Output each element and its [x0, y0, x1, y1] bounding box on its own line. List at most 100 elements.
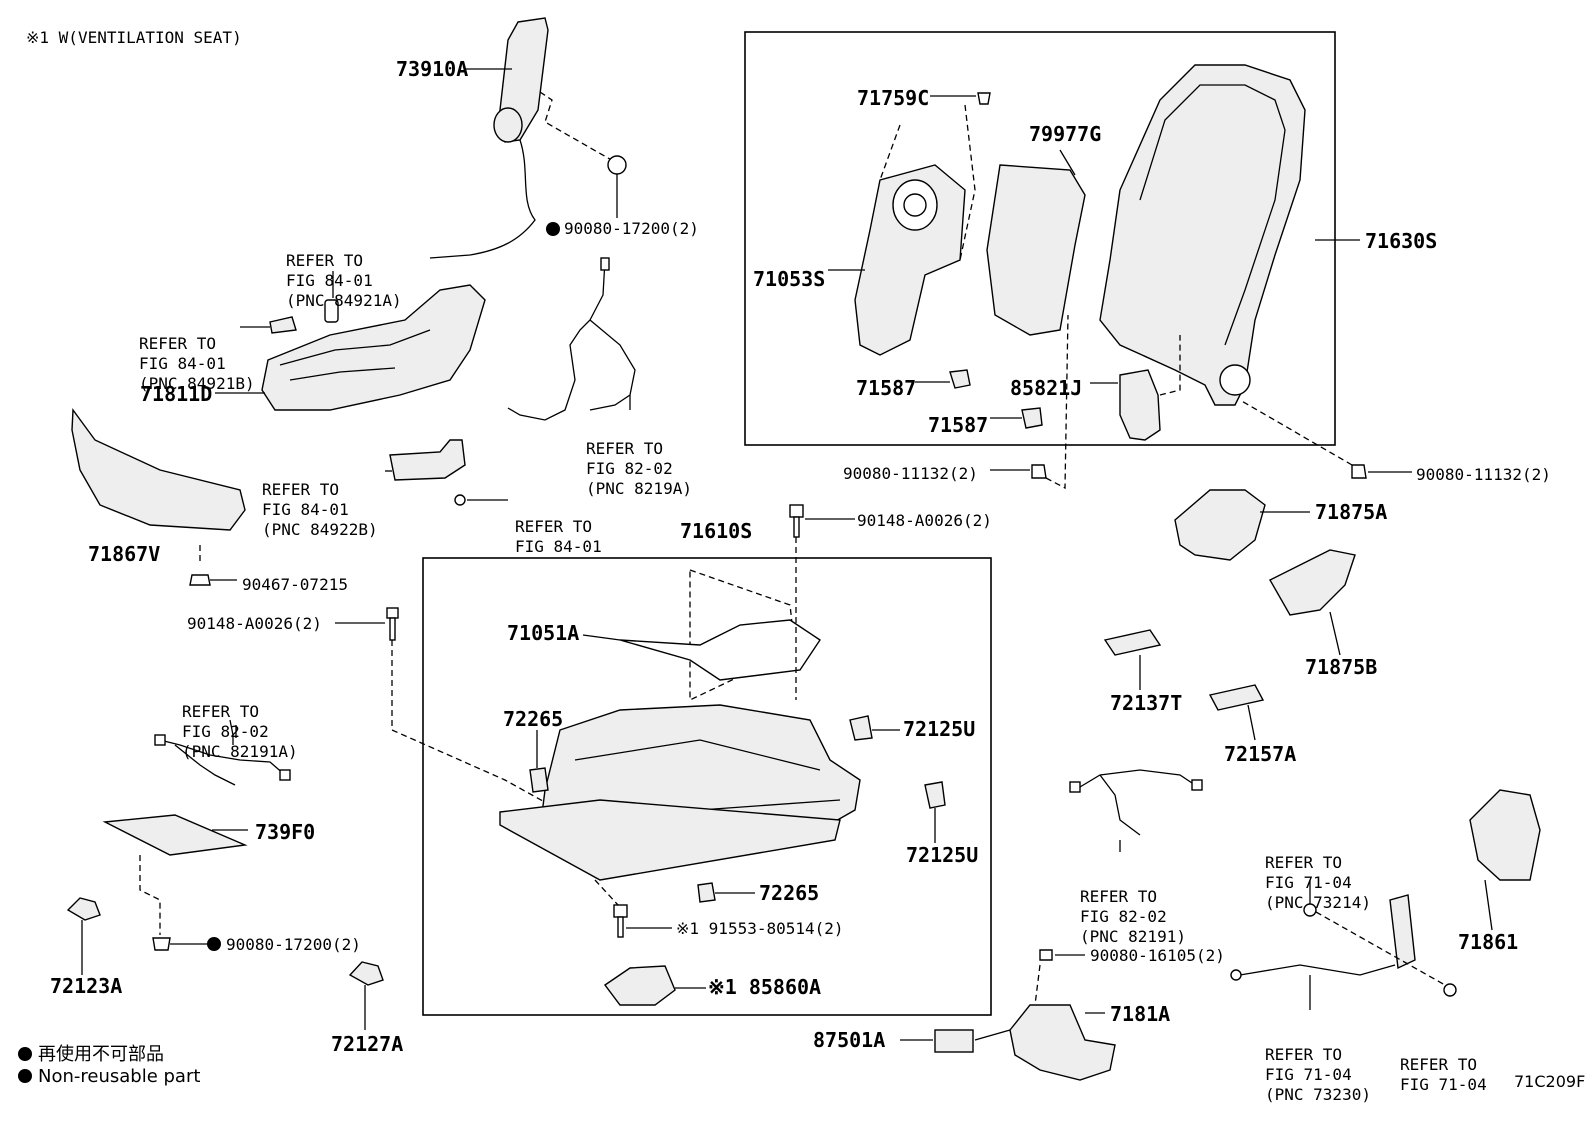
part-72157A-shape: [1208, 684, 1265, 711]
ref-line: FIG 84-01: [286, 271, 373, 290]
part-label-73910A[interactable]: 73910A: [396, 57, 469, 81]
legend-text-jp: 再使用不可部品: [38, 1044, 164, 1065]
ref-line: FIG 71-04: [1400, 1075, 1487, 1094]
part-79977G-shape: [986, 149, 1086, 336]
part-label-90467-07215[interactable]: 90467-07215: [242, 575, 348, 594]
ref-line: FIG 84-01: [139, 354, 226, 373]
part-71875B-shape: [1269, 549, 1356, 616]
ref-line: (PNC 84921B): [139, 374, 255, 393]
part-label-72125U-b[interactable]: 72125U: [906, 843, 979, 867]
part-90148-left-shape: [335, 607, 551, 806]
part-71759C-shape: [930, 92, 991, 105]
part-71630S-shape: [1099, 64, 1360, 406]
part-label-72123A[interactable]: 72123A: [50, 974, 123, 998]
part-label-71759C[interactable]: 71759C: [857, 86, 930, 110]
part-label-72265-b[interactable]: 72265: [759, 881, 820, 905]
non-reusable-dot-icon: [18, 1047, 32, 1061]
part-label-71867V[interactable]: 71867V: [88, 542, 161, 566]
non-reusable-dot-icon: [18, 1069, 32, 1083]
part-87501A-shape: [900, 1029, 1011, 1053]
ref-line: FIG 84-01: [262, 500, 349, 519]
part-71811D-shape: [261, 284, 486, 411]
ref-line: REFER TO: [1265, 853, 1343, 872]
part-label-71811D[interactable]: 71811D: [140, 382, 213, 406]
part-90080-11132-right-shape: [1239, 399, 1412, 479]
part-label-71875A[interactable]: 71875A: [1315, 500, 1388, 524]
part-71587-a-shape: [949, 369, 971, 389]
part-label-90148-A0026-left[interactable]: 90148-A0026(2): [187, 614, 322, 633]
ref-line: (PNC 73214): [1265, 893, 1371, 912]
ref-line: FIG 71-04: [1265, 1065, 1352, 1084]
part-label-71053S[interactable]: 71053S: [753, 267, 826, 291]
ref-line: FIG 84-01: [515, 537, 602, 556]
part-label-739F0[interactable]: 739F0: [255, 820, 316, 844]
part-label-71861[interactable]: 71861: [1458, 930, 1519, 954]
ventilation-seat-note: ※1 W(VENTILATION SEAT): [26, 28, 242, 47]
ref-line: REFER TO: [586, 439, 664, 458]
part-72125U-b-shape: [924, 781, 946, 809]
ref-line: (PNC 82191): [1080, 927, 1186, 946]
part-73230-shape: [1230, 880, 1457, 1010]
non-reusable-dot: [546, 222, 560, 236]
part-label-71875B[interactable]: 71875B: [1305, 655, 1378, 679]
ref-line: (PNC 84922B): [262, 520, 378, 539]
part-label-72265-a[interactable]: 72265: [503, 707, 564, 731]
ref-line: (PNC 82191A): [182, 742, 298, 761]
part-90148-mid-shape: [789, 504, 855, 700]
part-label-72127A[interactable]: 72127A: [331, 1032, 404, 1056]
part-label-72157A[interactable]: 72157A: [1224, 742, 1297, 766]
part-label-87501A[interactable]: 87501A: [813, 1028, 886, 1052]
part-label-90080-11132-right[interactable]: 90080-11132(2): [1416, 465, 1551, 484]
part-label-71630S[interactable]: 71630S: [1365, 229, 1438, 253]
part-label-72125U-a[interactable]: 72125U: [903, 717, 976, 741]
part-739F0-shape: [102, 814, 248, 951]
part-label-72137T[interactable]: 72137T: [1110, 691, 1183, 715]
part-7181A-shape: [1009, 949, 1116, 1081]
part-label-71587-a[interactable]: 71587: [856, 376, 917, 400]
part-label-71610S[interactable]: 71610S: [680, 519, 753, 543]
part-label-71587-b[interactable]: 71587: [928, 413, 989, 437]
ref-line: FIG 82-02: [586, 459, 673, 478]
part-label-79977G[interactable]: 79977G: [1029, 122, 1102, 146]
ref-line: (PNC 8219A): [586, 479, 692, 498]
ref-line: REFER TO: [515, 517, 593, 536]
part-label-85860A[interactable]: ※1 85860A: [708, 975, 822, 999]
ref-line: FIG 82-02: [182, 722, 269, 741]
part-73910A-shape: [429, 17, 627, 259]
part-label-90080-11132-left[interactable]: 90080-11132(2): [843, 464, 978, 483]
part-71053S-shape: [828, 104, 976, 356]
part-label-91553-80514[interactable]: ※1 91553-80514(2): [676, 919, 844, 938]
part-label-90148-A0026-mid[interactable]: 90148-A0026(2): [857, 511, 992, 530]
part-label-85821J[interactable]: 85821J: [1010, 376, 1083, 400]
part-71861-shape: [1469, 789, 1541, 881]
part-72265-a-shape: [529, 767, 549, 793]
part-label-7181A[interactable]: 7181A: [1110, 1002, 1171, 1026]
part-72127A-shape: [348, 961, 384, 986]
legend-item-en: Non-reusable part: [18, 1066, 200, 1087]
part-harness-82191A: [154, 719, 291, 786]
part-71587-b-shape: [1021, 407, 1043, 429]
ref-line: REFER TO: [1400, 1055, 1478, 1074]
legend-item-jp: 再使用不可部品: [18, 1040, 164, 1066]
part-72137T-shape: [1103, 629, 1162, 656]
part-71875A-shape: [1174, 489, 1266, 561]
ref-line: REFER TO: [262, 480, 340, 499]
seat-track-group-frame: [422, 557, 992, 1016]
part-label-90080-17200-top[interactable]: 90080-17200(2): [564, 219, 699, 238]
part-label-90080-17200-bottom[interactable]: 90080-17200(2): [226, 935, 361, 954]
part-71051A-shape: [582, 569, 821, 702]
part-72125U-a-shape: [849, 715, 873, 741]
part-label-90080-16105[interactable]: 90080-16105(2): [1090, 946, 1225, 965]
part-label-71051A[interactable]: 71051A: [507, 621, 580, 645]
part-71867V-shape: [71, 407, 246, 586]
